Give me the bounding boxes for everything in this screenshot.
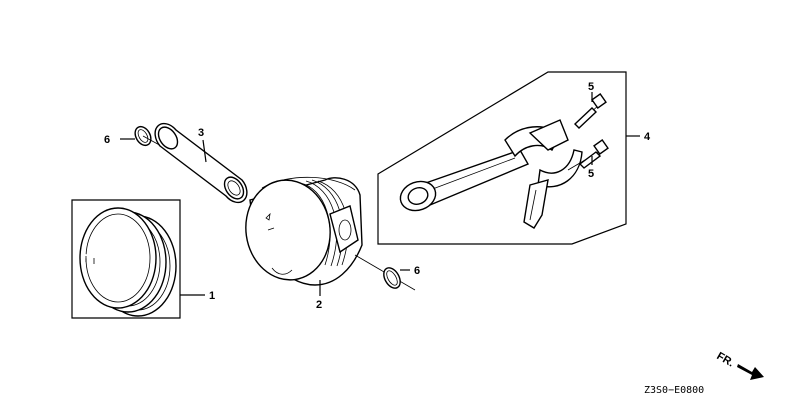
callout-6-right: 6 xyxy=(414,265,420,277)
front-direction-indicator: FR. xyxy=(715,350,764,380)
rod-group-frame xyxy=(377,71,627,245)
leader-3 xyxy=(202,139,207,163)
callout-4: 4 xyxy=(644,131,651,143)
callout-3: 3 xyxy=(198,127,204,139)
callout-1: 1 xyxy=(209,290,215,302)
connecting-rod-set: 5 5 4 xyxy=(377,71,651,245)
rod-bolt-lower xyxy=(567,139,609,171)
pin-clip-right: 6 xyxy=(354,254,420,291)
ring-group-frame xyxy=(71,199,181,319)
piston-ring-set: 1 xyxy=(71,199,215,319)
diagram-code: Z3S0−E0800 xyxy=(644,385,704,396)
front-arrow-icon xyxy=(737,364,764,380)
callout-5-upper: 5 xyxy=(588,81,594,93)
piston-pin: 3 xyxy=(154,122,248,204)
callout-2: 2 xyxy=(316,299,322,311)
callout-6-left: 6 xyxy=(104,134,110,146)
rod-bolt-upper xyxy=(573,93,607,129)
callout-5-lower: 5 xyxy=(588,168,594,180)
direction-label: FR. xyxy=(715,350,736,369)
piston-rings xyxy=(79,207,177,317)
piston: 2 xyxy=(245,176,363,311)
